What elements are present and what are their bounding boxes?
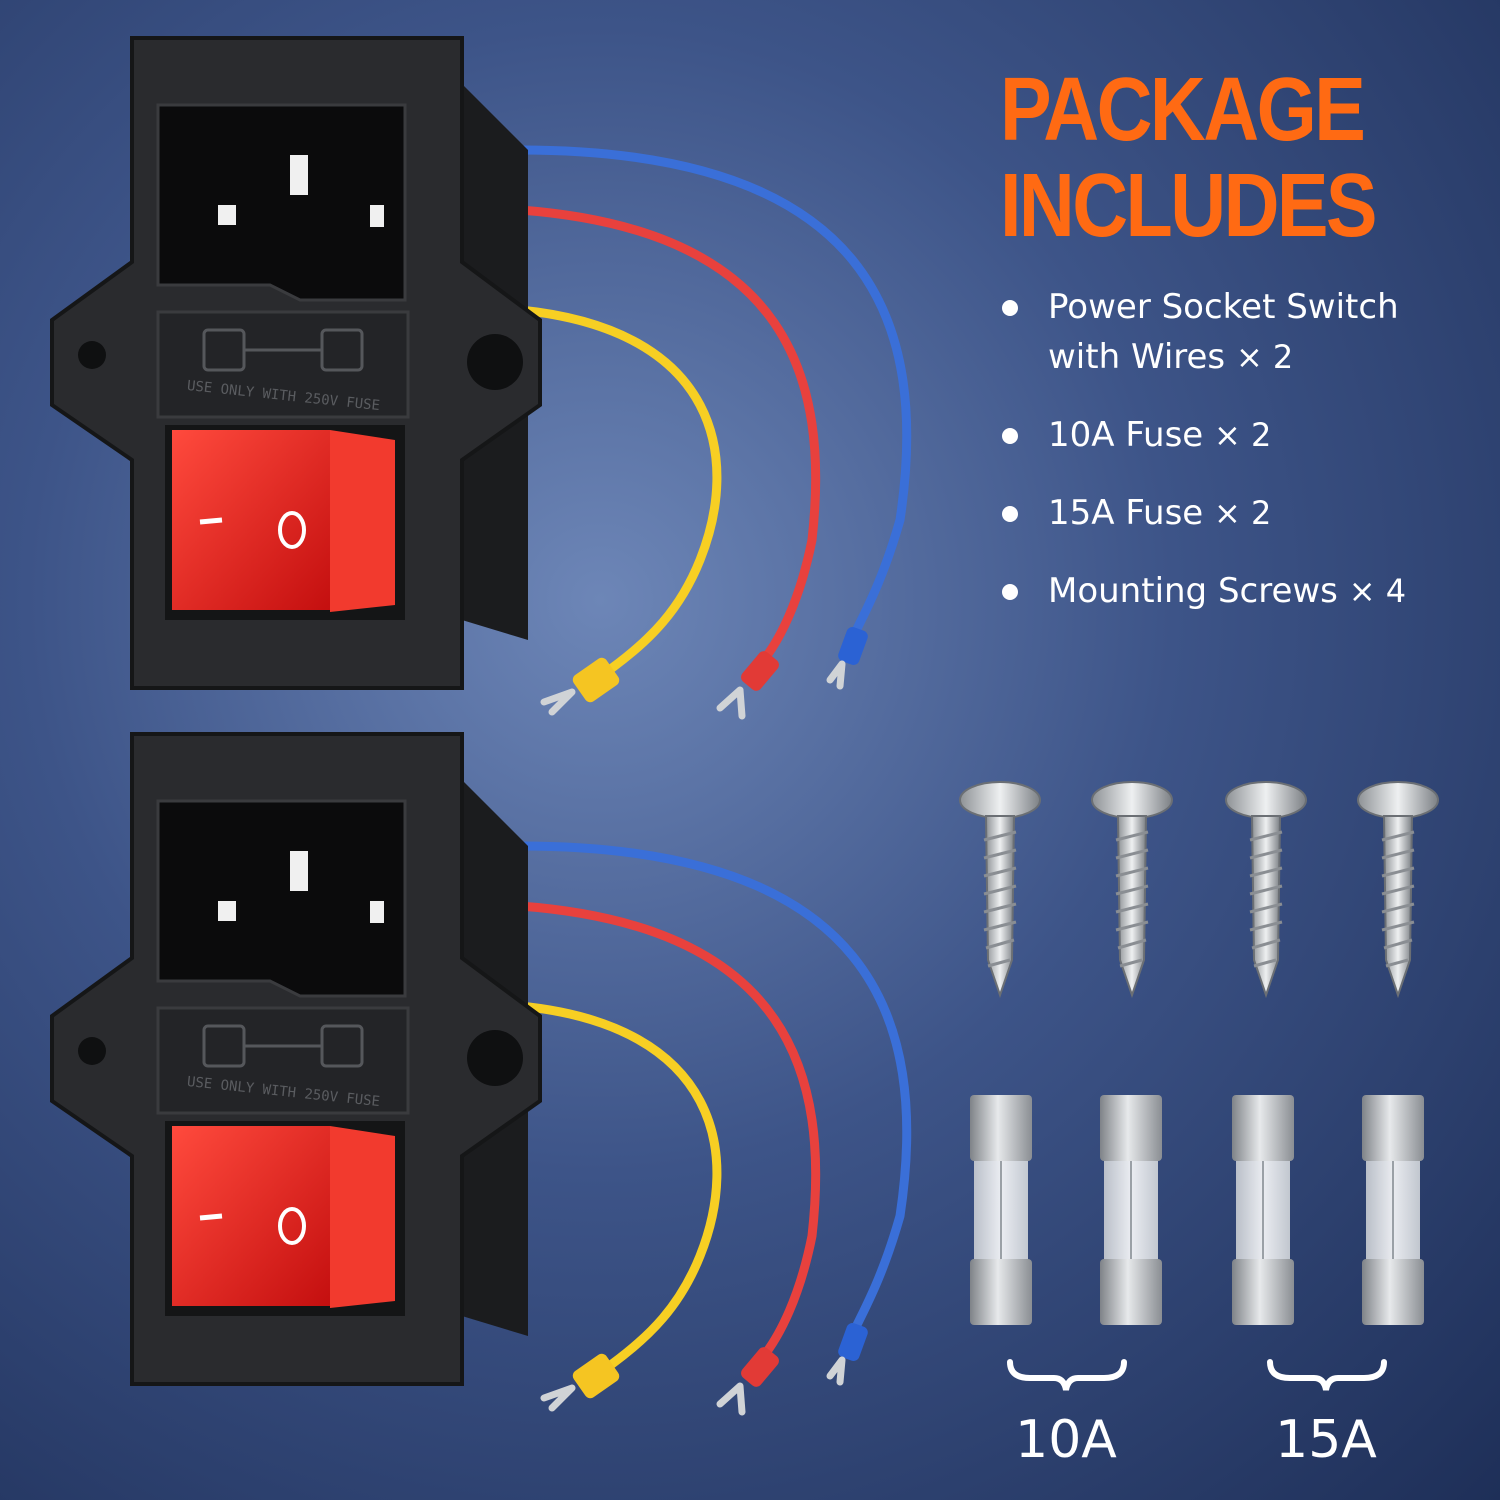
item-label: Mounting Screws: [1048, 571, 1349, 611]
blue-terminal: [826, 627, 868, 690]
yellow-terminal: [540, 1353, 620, 1412]
yellow-wire: [515, 305, 722, 673]
fuse-15a: [1232, 1095, 1294, 1325]
rocker-switch: [172, 430, 330, 610]
fuse-holder: [156, 310, 410, 419]
item-label: 15A Fuse: [1048, 493, 1215, 533]
red-terminal: [716, 1347, 779, 1416]
rocker-switch: [172, 1126, 330, 1306]
red-terminal: [716, 651, 779, 720]
screw: [1225, 781, 1307, 999]
bullet-icon: [1002, 300, 1018, 316]
blue-terminal: [826, 1323, 868, 1386]
list-item: Power Socket Switch with Wires × 2: [1000, 282, 1470, 382]
screw: [1091, 781, 1173, 999]
list-item: 15A Fuse × 2: [1000, 488, 1470, 538]
yellow-terminal: [540, 657, 620, 716]
bullet-icon: [1002, 584, 1018, 600]
mount-hole: [78, 1037, 106, 1065]
fuse-group-label-10a: 10A: [1015, 1410, 1117, 1470]
yellow-wire: [515, 1001, 722, 1369]
item-quantity: × 4: [1348, 572, 1407, 610]
item-quantity: × 2: [1235, 338, 1294, 376]
red-wire: [515, 205, 821, 667]
fuse-10a: [970, 1095, 1032, 1325]
mount-hole: [78, 341, 106, 369]
item-label: 10A Fuse: [1048, 415, 1215, 455]
item-quantity: × 2: [1214, 416, 1272, 454]
heading-line-2: INCLUDES: [1000, 156, 1378, 256]
glass-fuses: [970, 1095, 1424, 1325]
screw: [1357, 781, 1439, 999]
brace-10a: [1007, 1359, 1127, 1391]
fuse-10a: [1100, 1095, 1162, 1325]
mount-hole: [467, 334, 523, 390]
power-socket-switch-1: USE ONLY WITH 250V FUSE: [50, 36, 912, 720]
package-list: Power Socket Switch with Wires × 2 10A F…: [1000, 282, 1470, 644]
mount-hole: [467, 1030, 523, 1086]
red-wire: [515, 901, 821, 1363]
fuse-15a: [1362, 1095, 1424, 1325]
item-quantity: × 2: [1214, 494, 1272, 532]
list-item: Mounting Screws × 4: [1000, 566, 1470, 616]
bullet-icon: [1002, 428, 1018, 444]
list-item: 10A Fuse × 2: [1000, 410, 1470, 460]
brace-15a: [1267, 1359, 1387, 1391]
package-heading: PACKAGE INCLUDES: [1000, 62, 1396, 254]
fuse-holder: [156, 1006, 410, 1115]
item-label: Power Socket Switch with Wires: [1048, 287, 1399, 377]
power-socket-switch-2: USE ONLY WITH 250V FUSE: [50, 732, 912, 1416]
fuse-group-label-15a: 15A: [1275, 1410, 1377, 1470]
heading-line-1: PACKAGE: [1000, 60, 1366, 160]
blue-wire: [515, 841, 912, 1341]
blue-wire: [515, 145, 912, 645]
bullet-icon: [1002, 506, 1018, 522]
screw: [959, 781, 1041, 999]
mounting-screws: [959, 781, 1439, 999]
